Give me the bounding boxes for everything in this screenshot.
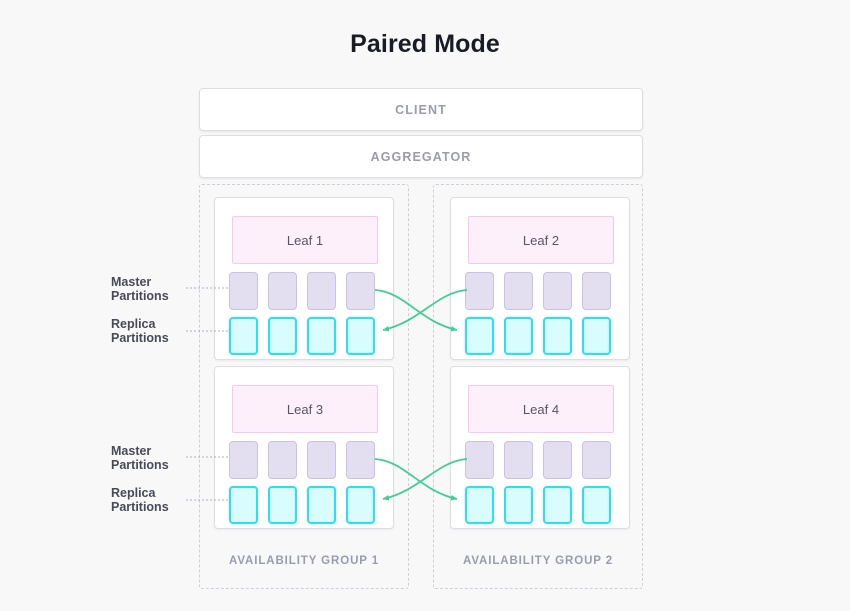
annotation-master-line1-b: Master — [111, 444, 152, 458]
replica-partition-g1l1-2[interactable] — [268, 317, 297, 355]
replica-partition-g2l2-4[interactable] — [582, 317, 611, 355]
aggregator-label: AGGREGATOR — [370, 149, 472, 164]
replica-partition-g2l4-1[interactable] — [465, 486, 494, 524]
aggregator-node[interactable]: AGGREGATOR — [199, 135, 643, 178]
annotation-replica-line1: Replica — [111, 317, 156, 331]
master-partition-g2l2-1[interactable] — [465, 272, 494, 310]
leaf-card-leaf-4[interactable]: Leaf 4 — [450, 366, 630, 529]
master-partition-g1l3-3[interactable] — [307, 441, 336, 479]
master-partition-g1l3-4[interactable] — [346, 441, 375, 479]
leaf-label-leaf-4: Leaf 4 — [522, 401, 560, 417]
replica-partition-g1l3-3[interactable] — [307, 486, 336, 524]
replica-partition-g1l3-4[interactable] — [346, 486, 375, 524]
availability-group-1-label: AVAILABILITY GROUP 1 — [228, 555, 380, 567]
replica-partition-g2l4-3[interactable] — [543, 486, 572, 524]
master-partition-g2l2-2[interactable] — [504, 272, 533, 310]
replica-partition-g2l2-1[interactable] — [465, 317, 494, 355]
annotation-replica-line2-b: Partitions — [111, 500, 169, 514]
master-partition-g1l1-4[interactable] — [346, 272, 375, 310]
page-title: Paired Mode — [350, 30, 500, 58]
replica-partition-g1l3-2[interactable] — [268, 486, 297, 524]
leaf-header-leaf-4[interactable]: Leaf 4 — [468, 385, 614, 433]
annotation-master-line1: Master — [111, 275, 152, 289]
leaf-label-leaf-2: Leaf 2 — [522, 232, 560, 248]
client-label: CLIENT — [395, 102, 447, 117]
leaf-card-leaf-3[interactable]: Leaf 3 — [214, 366, 394, 529]
replica-partition-g1l1-4[interactable] — [346, 317, 375, 355]
leaf-label-leaf-1: Leaf 1 — [286, 232, 324, 248]
master-partition-g2l4-3[interactable] — [543, 441, 572, 479]
replica-partition-g2l4-4[interactable] — [582, 486, 611, 524]
leaf-header-leaf-3[interactable]: Leaf 3 — [232, 385, 378, 433]
master-partition-g2l2-4[interactable] — [582, 272, 611, 310]
replica-partition-g2l2-3[interactable] — [543, 317, 572, 355]
replica-partition-g1l1-3[interactable] — [307, 317, 336, 355]
master-partition-g2l2-3[interactable] — [543, 272, 572, 310]
annotation-replica-line2: Partitions — [111, 331, 169, 345]
master-partition-g1l1-3[interactable] — [307, 272, 336, 310]
availability-group-1[interactable]: AVAILABILITY GROUP 1 — [199, 184, 409, 589]
master-partition-g1l1-2[interactable] — [268, 272, 297, 310]
leaf-label-leaf-3: Leaf 3 — [286, 401, 324, 417]
availability-group-2-label: AVAILABILITY GROUP 2 — [462, 555, 614, 567]
replica-partition-g2l2-2[interactable] — [504, 317, 533, 355]
annotation-replica-line1-b: Replica — [111, 486, 156, 500]
master-partition-g1l3-2[interactable] — [268, 441, 297, 479]
replica-partition-g1l3-1[interactable] — [229, 486, 258, 524]
annotation-replica-partitions-top: Replica Partitions — [111, 317, 183, 345]
master-partition-g2l4-1[interactable] — [465, 441, 494, 479]
leaf-header-leaf-2[interactable]: Leaf 2 — [468, 216, 614, 264]
annotation-master-line2-b: Partitions — [111, 458, 169, 472]
master-partition-g2l4-2[interactable] — [504, 441, 533, 479]
availability-group-2[interactable]: AVAILABILITY GROUP 2 — [433, 184, 643, 589]
annotation-master-partitions-top: Master Partitions — [111, 275, 183, 303]
annotation-replica-partitions-bottom: Replica Partitions — [111, 486, 183, 514]
leaf-card-leaf-1[interactable]: Leaf 1 — [214, 197, 394, 360]
master-partition-g1l3-1[interactable] — [229, 441, 258, 479]
annotation-master-partitions-bottom: Master Partitions — [111, 444, 183, 472]
leaf-card-leaf-2[interactable]: Leaf 2 — [450, 197, 630, 360]
leaf-header-leaf-1[interactable]: Leaf 1 — [232, 216, 378, 264]
replica-partition-g2l4-2[interactable] — [504, 486, 533, 524]
master-partition-g1l1-1[interactable] — [229, 272, 258, 310]
client-node[interactable]: CLIENT — [199, 88, 643, 131]
replica-partition-g1l1-1[interactable] — [229, 317, 258, 355]
annotation-master-line2: Partitions — [111, 289, 169, 303]
master-partition-g2l4-4[interactable] — [582, 441, 611, 479]
